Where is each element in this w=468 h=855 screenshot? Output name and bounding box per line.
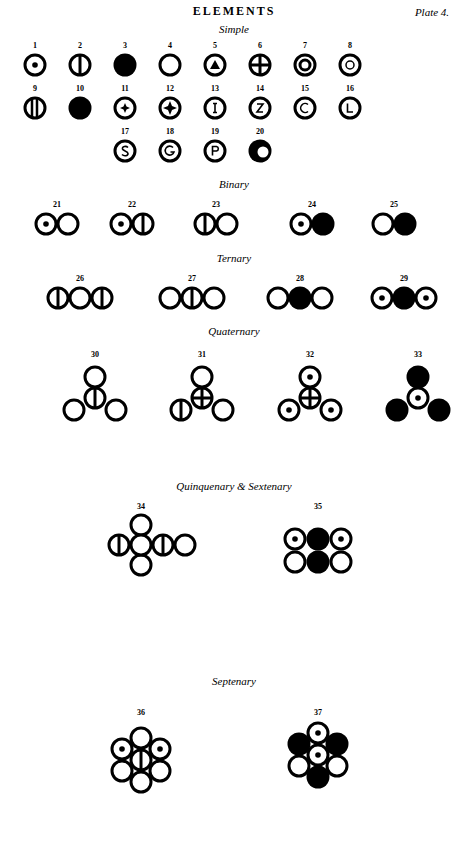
section-heading: Quaternary (208, 325, 259, 337)
callout-number: 33 (414, 351, 422, 360)
callout-number: 29 (400, 275, 408, 284)
quaternary-atoms (64, 366, 451, 422)
callout-number: 3 (123, 42, 127, 51)
sextenary-atoms (285, 528, 351, 574)
section-heading: Ternary (217, 252, 251, 264)
simple-atoms (25, 54, 360, 163)
callout-number: 14 (256, 85, 264, 94)
section-heading: Binary (219, 178, 249, 190)
callout-number: 35 (314, 503, 322, 512)
callout-number: 31 (198, 351, 206, 360)
section-heading: Septenary (212, 675, 256, 687)
callout-number: 24 (308, 201, 316, 210)
callout-number: 19 (211, 128, 219, 137)
callout-number: 32 (306, 351, 314, 360)
callout-number: 20 (256, 128, 264, 137)
callout-number: 26 (76, 275, 84, 284)
callout-number: 2 (78, 42, 82, 51)
ternary-atoms (48, 287, 436, 310)
callout-number: 11 (121, 85, 129, 94)
septenary-atoms (112, 723, 349, 792)
callout-number: 30 (91, 351, 99, 360)
callout-number: 8 (348, 42, 352, 51)
callout-number: 18 (166, 128, 174, 137)
callout-number: 15 (301, 85, 309, 94)
callout-number: 34 (137, 503, 145, 512)
callout-number: 36 (137, 709, 145, 718)
callout-number: 22 (128, 201, 136, 210)
callout-number: 37 (314, 709, 322, 718)
callout-number: 7 (303, 42, 307, 51)
section-heading: Quinquenary & Sextenary (176, 480, 291, 492)
plate-title: ELEMENTS (193, 5, 276, 18)
quinquenary-atoms (109, 515, 195, 575)
callout-number: 4 (168, 42, 172, 51)
callout-number: 27 (188, 275, 196, 284)
callout-number: 28 (296, 275, 304, 284)
callout-number: 13 (211, 85, 219, 94)
callout-number: 9 (33, 85, 37, 94)
callout-number: 25 (390, 201, 398, 210)
callout-number: 12 (166, 85, 174, 94)
plate-number: Plate 4. (415, 6, 449, 18)
callout-number: 16 (346, 85, 354, 94)
section-heading: Simple (219, 23, 249, 35)
binary-atoms (36, 213, 417, 236)
callout-number: 17 (121, 128, 129, 137)
callout-number: 10 (76, 85, 84, 94)
callout-number: 23 (212, 201, 220, 210)
callout-number: 1 (33, 42, 37, 51)
callout-number: 21 (53, 201, 61, 210)
callout-number: 5 (213, 42, 217, 51)
callout-number: 6 (258, 42, 262, 51)
